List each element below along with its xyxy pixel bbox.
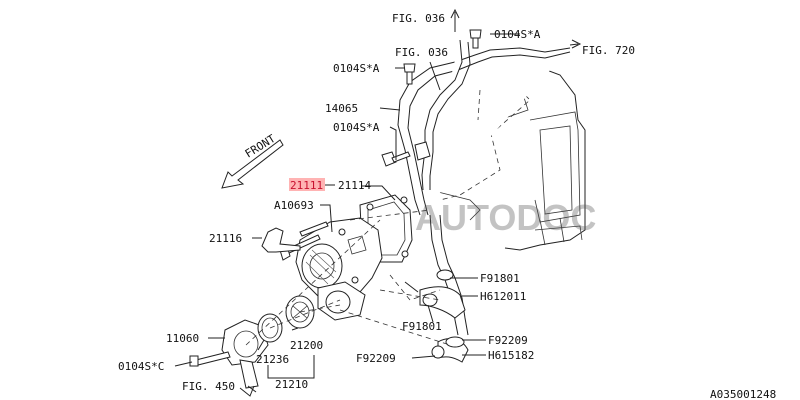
label-21200[interactable]: 21200 [290,339,323,352]
highlight-21111 [289,178,325,191]
label-h612011[interactable]: H612011 [480,290,526,303]
label-0104s-c[interactable]: 0104S*C [118,360,164,373]
alignment-lines [245,89,481,346]
label-0104s-a-mid[interactable]: 0104S*A [333,62,380,75]
brand-watermark: AUTODOC [415,197,596,238]
watermark-text: AUTODOC [415,197,596,238]
label-21236[interactable]: 21236 [256,353,289,366]
hose-14065 [397,39,571,216]
label-14065[interactable]: 14065 [325,102,358,115]
catalog-id: A035001248 [710,388,776,400]
label-21111[interactable]: 21111 [290,179,323,192]
label-11060[interactable]: 11060 [166,332,199,345]
front-label: FRONT [243,132,278,161]
label-f92209-right[interactable]: F92209 [488,334,528,347]
lower-hose-assembly [404,214,469,363]
label-fig720[interactable]: FIG. 720 [582,44,635,57]
label-f91801-top[interactable]: F91801 [480,272,520,285]
label-21114[interactable]: 21114 [338,179,371,192]
label-h615182[interactable]: H615182 [488,349,534,362]
label-a10693[interactable]: A10693 [274,199,314,212]
label-fig036-top[interactable]: FIG. 036 [392,12,445,25]
label-fig036-mid[interactable]: FIG. 036 [395,46,448,59]
label-21210[interactable]: 21210 [275,378,308,391]
front-direction-arrow: FRONT [221,132,284,189]
label-fig450[interactable]: FIG. 450 [182,380,235,393]
label-f92209-left[interactable]: F92209 [356,352,396,365]
upper-bolts [381,29,482,167]
label-f91801-low[interactable]: F91801 [402,320,442,333]
pipe-21116 [261,227,301,253]
leader-lines [174,8,582,397]
bolt-0104s-c [189,351,231,367]
label-0104s-a-top[interactable]: 0104S*A [494,28,541,41]
callout-labels: FIG. 036 0104S*A FIG. 720 FIG. 036 0104S… [118,12,776,400]
label-0104s-a-low[interactable]: 0104S*A [333,121,380,134]
thermostat-cover-11060 [221,319,269,389]
label-21116[interactable]: 21116 [209,232,242,245]
